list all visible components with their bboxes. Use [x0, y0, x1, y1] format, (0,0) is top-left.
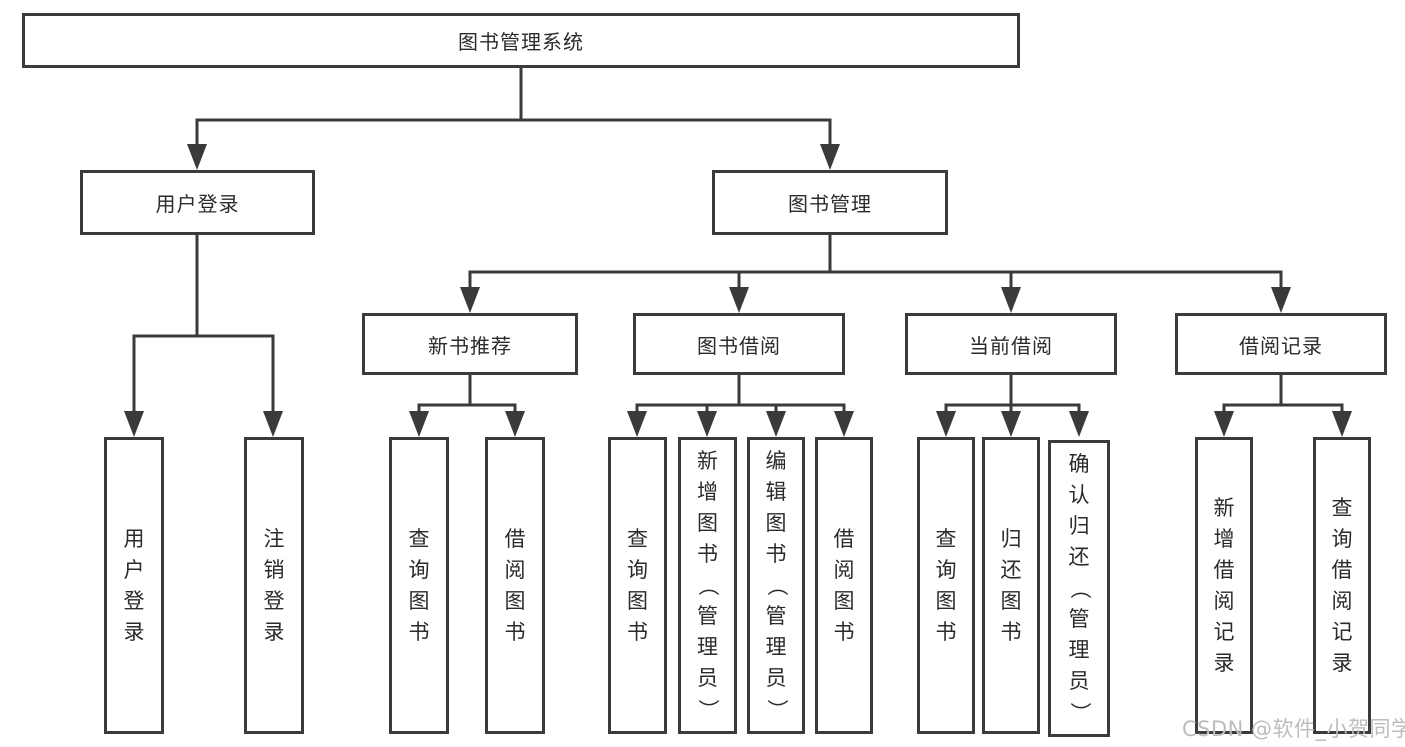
node-label: 借阅记录	[1239, 333, 1323, 358]
leaf-confirm-return-admin: 确认归还（管理员）	[1048, 440, 1110, 737]
node-label: 查询图书	[408, 526, 430, 644]
node-new-book-recommendation: 新书推荐	[362, 313, 578, 375]
node-label: 归还图书	[1000, 526, 1022, 644]
node-label: 借阅图书	[833, 526, 855, 644]
node-label: 编辑图书（管理员）	[764, 449, 789, 720]
csdn-watermark: CSDN @软件_小贺同学	[1182, 717, 1405, 741]
node-label: 确认归还（管理员）	[1067, 452, 1092, 723]
node-label: 新书推荐	[428, 333, 512, 358]
node-library-management-system: 图书管理系统	[22, 13, 1020, 68]
node-label: 图书管理	[788, 192, 872, 216]
leaf-borrow-books-1: 借阅图书	[485, 437, 545, 734]
node-label: 图书借阅	[697, 333, 781, 358]
node-label: 用户登录	[155, 192, 240, 216]
node-label: 查询图书	[627, 526, 648, 644]
leaf-query-books-2: 查询图书	[608, 437, 667, 734]
node-label: 当前借阅	[969, 333, 1053, 358]
node-label: 图书管理系统	[458, 30, 584, 54]
node-label: 查询借阅记录	[1331, 495, 1353, 675]
node-label: 查询图书	[935, 526, 957, 644]
node-label: 借阅图书	[504, 526, 526, 644]
leaf-logout: 注销登录	[244, 437, 304, 734]
node-book-borrowing: 图书借阅	[633, 313, 845, 375]
node-borrowing-records: 借阅记录	[1175, 313, 1387, 375]
leaf-borrow-books-2: 借阅图书	[815, 437, 873, 734]
leaf-edit-books-admin: 编辑图书（管理员）	[747, 437, 805, 734]
leaf-user-login: 用户登录	[104, 437, 164, 734]
node-label: 注销登录	[263, 526, 285, 644]
node-label: 新增借阅记录	[1213, 495, 1235, 675]
node-label: 用户登录	[123, 526, 145, 644]
leaf-query-books-3: 查询图书	[917, 437, 975, 734]
node-label: 新增图书（管理员）	[696, 449, 720, 720]
node-user-login-branch: 用户登录	[80, 170, 315, 235]
leaf-add-borrow-record: 新增借阅记录	[1195, 437, 1253, 734]
node-current-borrowing: 当前借阅	[905, 313, 1117, 375]
leaf-return-books: 归还图书	[982, 437, 1040, 734]
node-book-management-branch: 图书管理	[712, 170, 948, 235]
leaf-query-borrow-record: 查询借阅记录	[1313, 437, 1371, 734]
arrowheads	[124, 144, 1352, 437]
leaf-query-books-1: 查询图书	[389, 437, 449, 734]
leaf-add-books-admin: 新增图书（管理员）	[678, 437, 737, 734]
